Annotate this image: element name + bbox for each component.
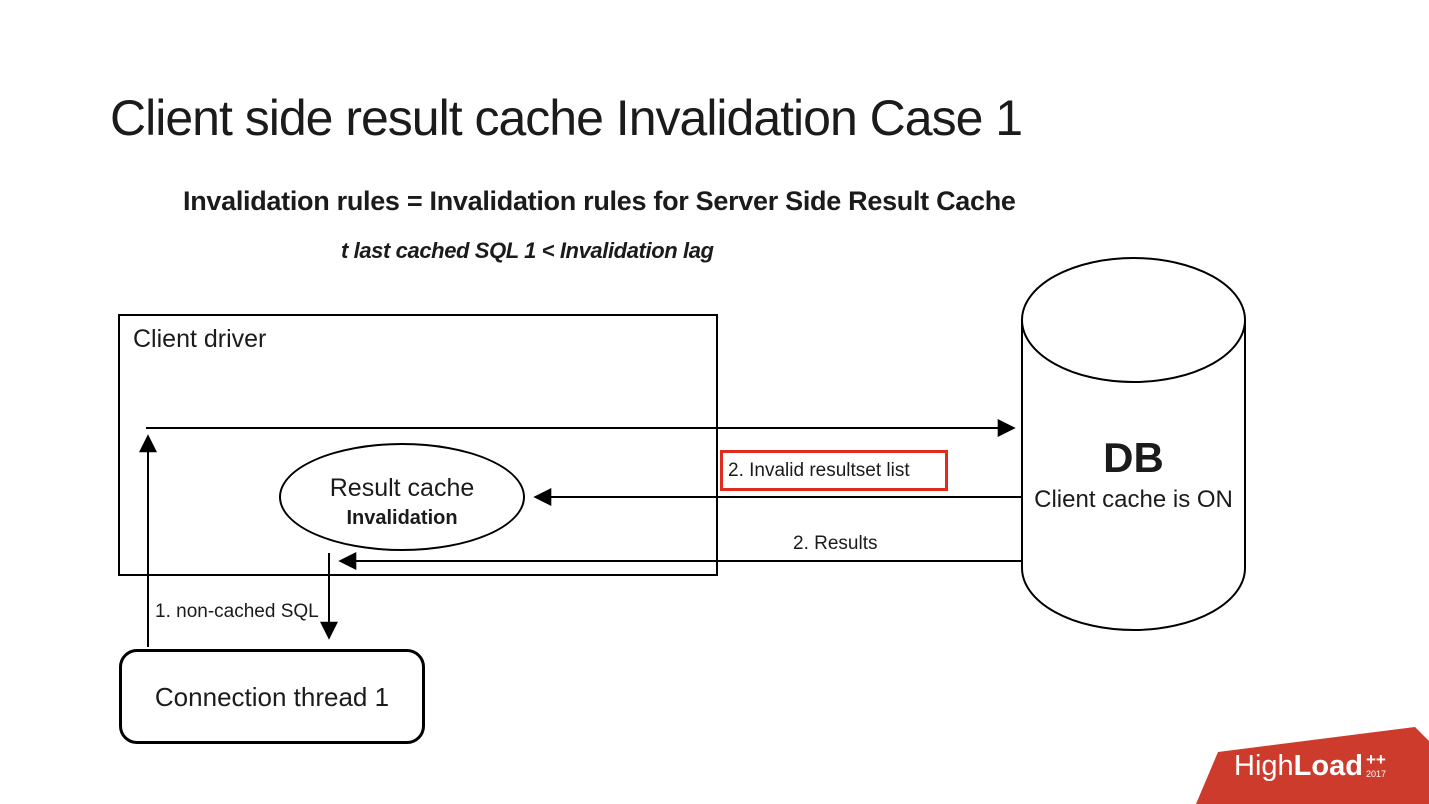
db-sublabel: Client cache is ON [1034,486,1233,513]
connection-thread-box: Connection thread 1 [119,649,425,744]
logo-brand-bold: Load [1293,750,1363,782]
formula-text: t last cached SQL 1 < Invalidation lag [341,238,714,263]
db-label: DB [1103,434,1164,481]
invalid-resultset-box: 2. Invalid resultset list [720,450,948,491]
result-cache-ellipse: Result cache Invalidation [279,443,525,551]
logo-plus-plus: ++ [1365,750,1386,769]
invalid-resultset-label: 2. Invalid resultset list [728,460,910,481]
result-cache-label: Result cache [329,474,475,502]
client-driver-label: Client driver [133,325,267,353]
logo-year: 2017 [1365,769,1386,779]
db-cylinder-top [1021,257,1246,383]
highload-logo: High Load ++ 2017 [1234,750,1386,783]
logo-brand-light: High [1234,750,1294,782]
slide-subtitle: Invalidation rules = Invalidation rules … [183,186,1016,216]
result-cache-sublabel: Invalidation [346,507,458,529]
non-cached-sql-label: 1. non-cached SQL [155,601,319,622]
connection-thread-label: Connection thread 1 [154,681,390,712]
slide-title: Client side result cache Invalidation Ca… [110,90,1023,146]
results-label: 2. Results [793,533,878,554]
client-driver-box [118,314,718,576]
